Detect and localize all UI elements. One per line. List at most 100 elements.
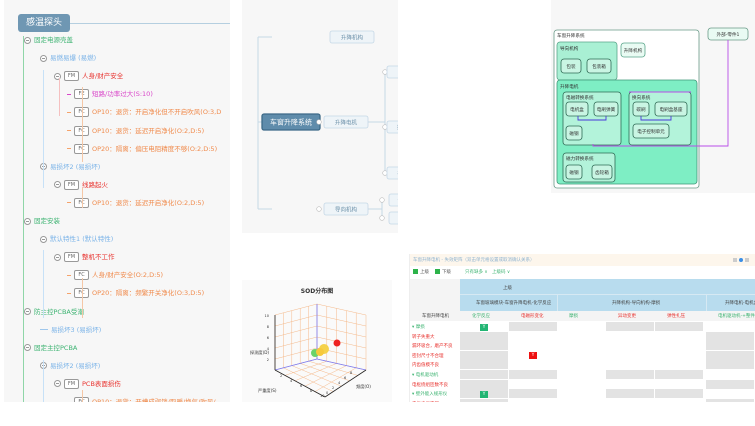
collapse-icon[interactable] xyxy=(316,206,322,212)
lift-mech-block[interactable] xyxy=(620,42,646,58)
matrix-cell[interactable] xyxy=(606,379,654,389)
tree-row-char[interactable]: 默认特性1 (默认特性) xyxy=(40,234,113,244)
matrix-cell[interactable] xyxy=(509,389,557,399)
matrix-cell[interactable] xyxy=(557,350,605,360)
mindmap-node[interactable]: 换向系统 xyxy=(386,120,398,134)
tree-row-function[interactable]: 防主控PCBA受潮 xyxy=(24,307,84,317)
matrix-cell[interactable] xyxy=(655,398,703,402)
collapse-icon[interactable] xyxy=(54,72,61,80)
block-item[interactable] xyxy=(565,125,583,141)
matrix-cell[interactable] xyxy=(655,331,703,341)
matrix-row-label[interactable]: ▾ 摩损 xyxy=(412,325,425,330)
filter-dropdown[interactable]: 只有缺多 ∨ xyxy=(465,270,488,275)
page-dot[interactable] xyxy=(745,258,749,262)
matrix-cell[interactable] xyxy=(706,370,754,379)
matrix-cell[interactable] xyxy=(460,360,508,370)
matrix-cell[interactable] xyxy=(460,379,508,389)
collapse-icon[interactable] xyxy=(379,197,385,203)
matrix-cell[interactable] xyxy=(557,398,605,402)
mindmap-node[interactable]: 升降电机 xyxy=(323,115,369,129)
sod-point[interactable] xyxy=(316,348,324,356)
matrix-cell[interactable] xyxy=(606,350,654,360)
column-header[interactable]: 异动变更 xyxy=(618,314,636,319)
matrix-cell[interactable] xyxy=(706,341,754,351)
block-item[interactable] xyxy=(560,58,582,74)
matrix-row-label[interactable]: ▾ 电机驱动机 xyxy=(412,373,439,378)
matrix-cell[interactable] xyxy=(706,379,754,389)
matrix-row-label[interactable]: ▾ 壁外能入规形仪 xyxy=(412,392,448,398)
collapse-icon[interactable] xyxy=(379,215,385,221)
mindmap-node[interactable]: 电磁转换系统 xyxy=(386,65,398,79)
block-item[interactable] xyxy=(591,164,613,180)
matrix-cell[interactable] xyxy=(706,350,754,360)
matrix-cell[interactable] xyxy=(655,360,703,370)
matrix-cell[interactable] xyxy=(606,398,654,402)
tree-row-fc[interactable]: FCOP20：隔离：偏压电阻精度不够(O:2,D:5) xyxy=(67,143,217,154)
collapse-icon[interactable] xyxy=(24,308,31,315)
tree-row-fc[interactable]: FCOP10：退货：延迟开启净化(O:2,D:5) xyxy=(67,197,204,208)
check-down-checkbox[interactable] xyxy=(435,269,440,274)
matrix-cell[interactable] xyxy=(606,331,654,341)
tree-row-char-leaf[interactable]: 易损坏3 (易损坏) xyxy=(40,325,101,335)
block-item[interactable] xyxy=(632,123,670,139)
matrix-cell[interactable] xyxy=(509,398,557,402)
collapse-icon[interactable] xyxy=(40,54,47,62)
mindmap-root-node[interactable]: 车窗升降系统 xyxy=(261,113,321,131)
matrix-cell[interactable] xyxy=(655,370,703,379)
tree-row-fc[interactable]: FCOP10：退货：开槽成弱锁/取暖/换气/吹风/ xyxy=(67,397,216,402)
matrix-row-label[interactable]: 密封尺寸不合理 xyxy=(412,353,444,359)
matrix-cell[interactable] xyxy=(557,341,605,351)
matrix-cell[interactable] xyxy=(655,322,703,331)
matrix-cell[interactable] xyxy=(606,360,654,370)
matrix-cell[interactable] xyxy=(509,379,557,389)
matrix-cell[interactable] xyxy=(706,331,754,341)
collapse-icon[interactable] xyxy=(40,235,47,243)
matrix-mark[interactable]: Y xyxy=(529,352,537,360)
tree-row-fc[interactable]: FCOP10：退货：开启净化但不开启吹风(O:3,D xyxy=(67,107,221,118)
collapse-icon[interactable] xyxy=(316,119,322,125)
mindmap-node[interactable]: 磁力转换系统 xyxy=(386,166,398,180)
matrix-cell[interactable] xyxy=(706,398,754,402)
matrix-row-label[interactable]: 漏环吸合，磨产不良 xyxy=(412,344,453,350)
tree-row-fe[interactable]: FE短路/功率过大(S:10) xyxy=(67,89,153,100)
matrix-cell[interactable] xyxy=(557,379,605,389)
matrix-cell[interactable] xyxy=(557,331,605,341)
matrix-cell[interactable] xyxy=(509,360,557,370)
tree-row-char[interactable]: 易燃易爆 (易燃) xyxy=(40,53,96,63)
matrix-cell[interactable] xyxy=(706,360,754,370)
matrix-cell[interactable] xyxy=(557,389,605,399)
tree-root-node[interactable]: 感温探头 xyxy=(18,14,70,32)
matrix-cell[interactable] xyxy=(606,322,654,331)
column-header[interactable]: 电磁形变化 xyxy=(521,314,544,319)
matrix-mark[interactable]: Y xyxy=(480,323,488,331)
collapse-icon[interactable] xyxy=(54,253,61,261)
collapse-icon[interactable] xyxy=(54,380,61,388)
matrix-cell[interactable] xyxy=(606,370,654,379)
tree-row-char[interactable]: 易损坏2 (易损坏) xyxy=(40,162,100,172)
block-item[interactable] xyxy=(565,164,583,180)
matrix-cell[interactable] xyxy=(460,350,508,360)
column-header[interactable]: 摩损 xyxy=(569,314,578,319)
collapse-icon[interactable] xyxy=(54,181,61,189)
matrix-cell[interactable] xyxy=(509,341,557,351)
mindmap-node[interactable]: 包装 xyxy=(388,193,398,207)
column-header[interactable]: 化学反应 xyxy=(472,314,490,319)
collapse-icon[interactable] xyxy=(24,217,31,225)
column-header[interactable]: 电机驱动机-+整件 xyxy=(718,314,755,319)
collapse-icon[interactable] xyxy=(24,344,31,352)
mindmap-node[interactable]: 升降机构 xyxy=(329,30,375,44)
matrix-cell[interactable] xyxy=(557,370,605,379)
matrix-cell[interactable] xyxy=(655,350,703,360)
matrix-cell[interactable] xyxy=(557,360,605,370)
matrix-cell[interactable] xyxy=(557,322,605,331)
tree-row-function[interactable]: 固定电源壳盖 xyxy=(24,35,73,45)
check-up-checkbox[interactable] xyxy=(413,269,418,274)
matrix-cell[interactable] xyxy=(460,370,508,379)
matrix-cell[interactable] xyxy=(606,341,654,351)
level-dropdown[interactable]: 上级码 ∨ xyxy=(492,270,511,275)
